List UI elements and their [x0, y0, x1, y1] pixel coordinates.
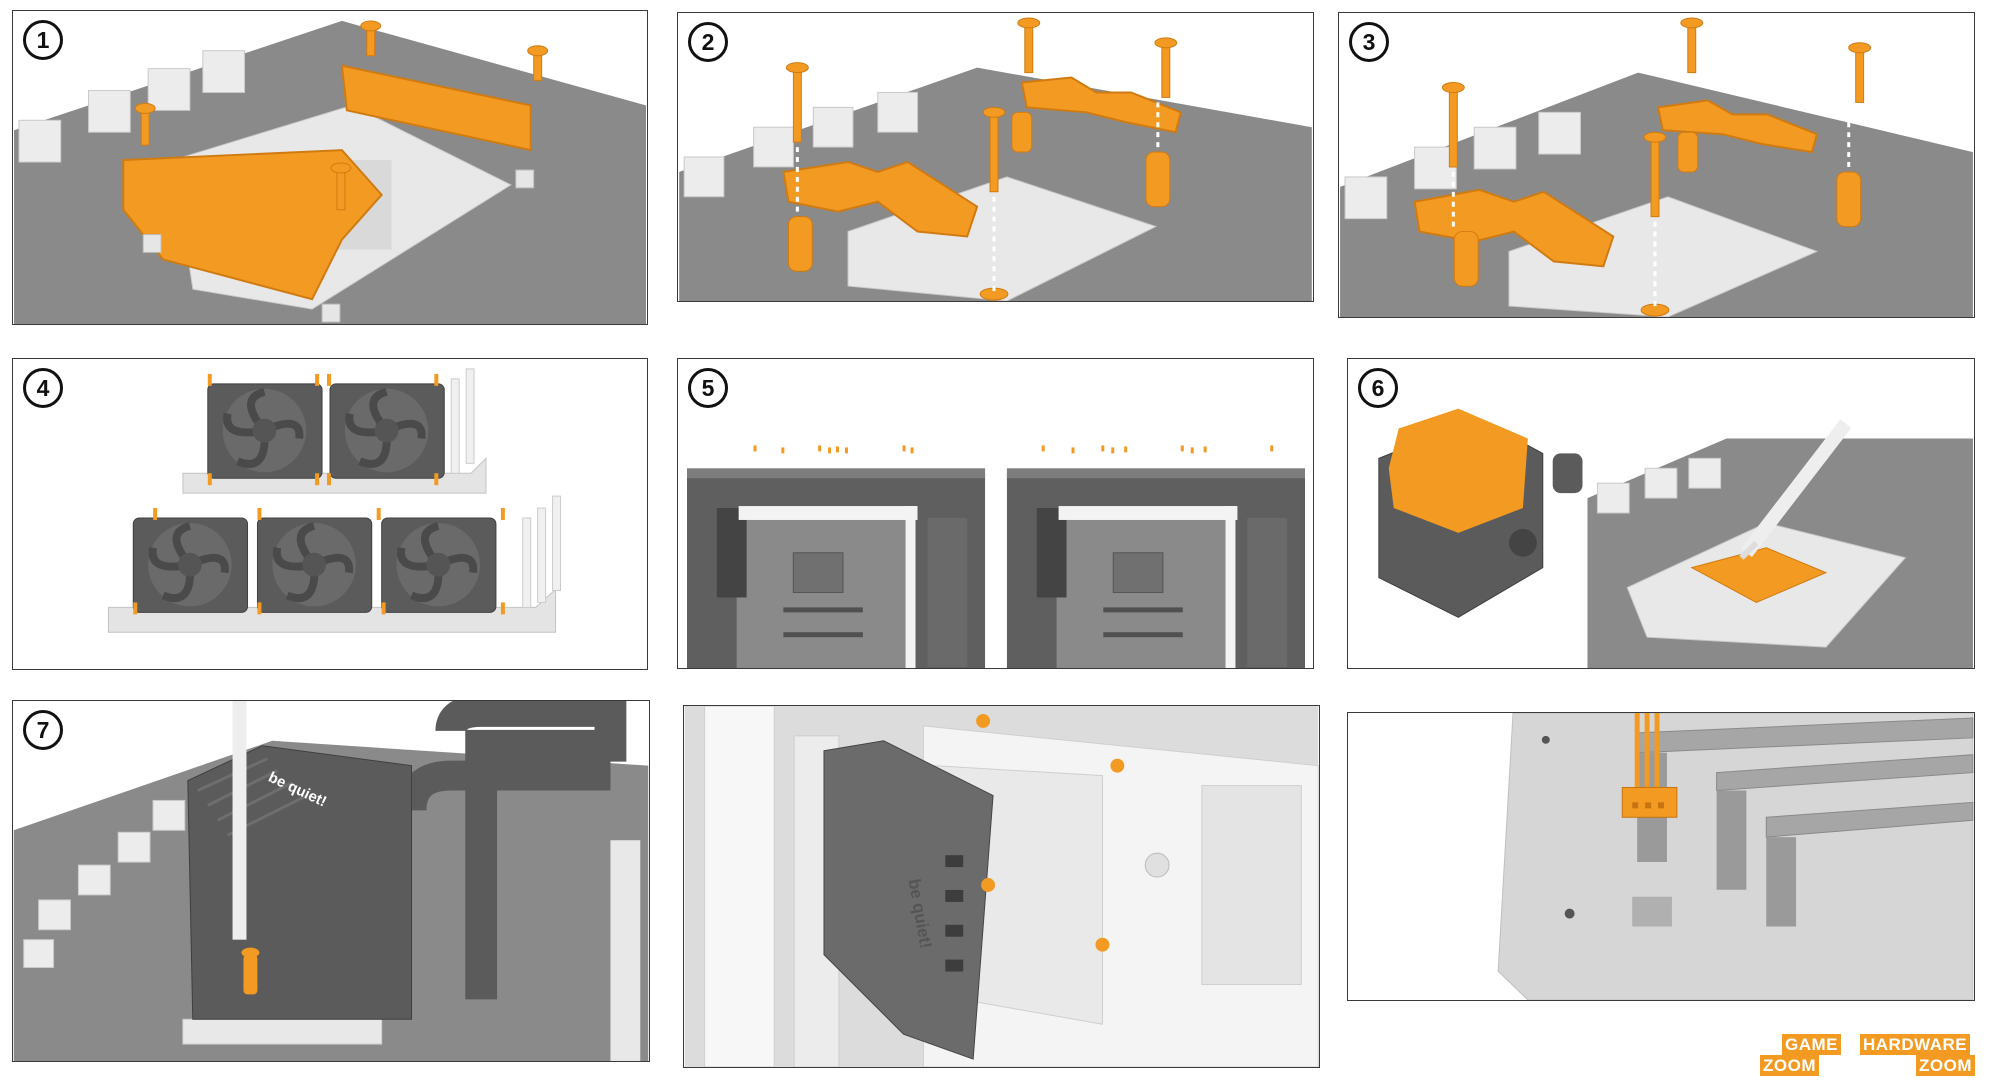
motherboard-header-illustration [1497, 713, 1974, 1000]
step-number-5: 5 [688, 368, 728, 408]
panel-motherboard-header [1347, 712, 1975, 1001]
step-2-illustration [679, 17, 1312, 301]
step-number-7: 7 [23, 710, 63, 750]
step-7-illustration: be quiet! [13, 701, 649, 1061]
step-3-illustration [1340, 17, 1973, 317]
panel-step-3: 3 [1338, 12, 1975, 318]
step-number-1: 1 [23, 20, 63, 60]
step-4-illustration [107, 368, 562, 633]
fan-hub-illustration: be quiet! [684, 706, 1319, 1067]
logo-word-hardware: HARDWARE [1860, 1034, 1971, 1055]
game-zoom-logo: GAME ZOOM [1760, 1034, 1852, 1078]
hardware-zoom-logo: HARDWARE ZOOM [1858, 1034, 1996, 1078]
step-number-2: 2 [688, 22, 728, 62]
panel-step-1: 1 [12, 10, 648, 325]
step-number-6: 6 [1358, 368, 1398, 408]
logo-word-game: GAME [1782, 1034, 1841, 1055]
panel-step-2: 2 [677, 12, 1314, 302]
panel-step-5: 5 [677, 358, 1314, 669]
step-number-3: 3 [1349, 22, 1389, 62]
step-5-illustration [686, 445, 1305, 668]
logo-word-zoom-2: ZOOM [1916, 1055, 1975, 1076]
step-6-illustration [1378, 408, 1973, 668]
step-number-4: 4 [23, 368, 63, 408]
step-1-illustration [14, 11, 646, 324]
panel-step-6: 6 [1347, 358, 1975, 669]
watermark-logos: GAME ZOOM HARDWARE ZOOM [1760, 1034, 1996, 1078]
panel-step-4: 4 [12, 358, 648, 670]
panel-step-7: 7 be quiet! [12, 700, 650, 1062]
panel-fan-hub: be quiet! [683, 705, 1320, 1068]
logo-word-zoom: ZOOM [1760, 1055, 1819, 1076]
